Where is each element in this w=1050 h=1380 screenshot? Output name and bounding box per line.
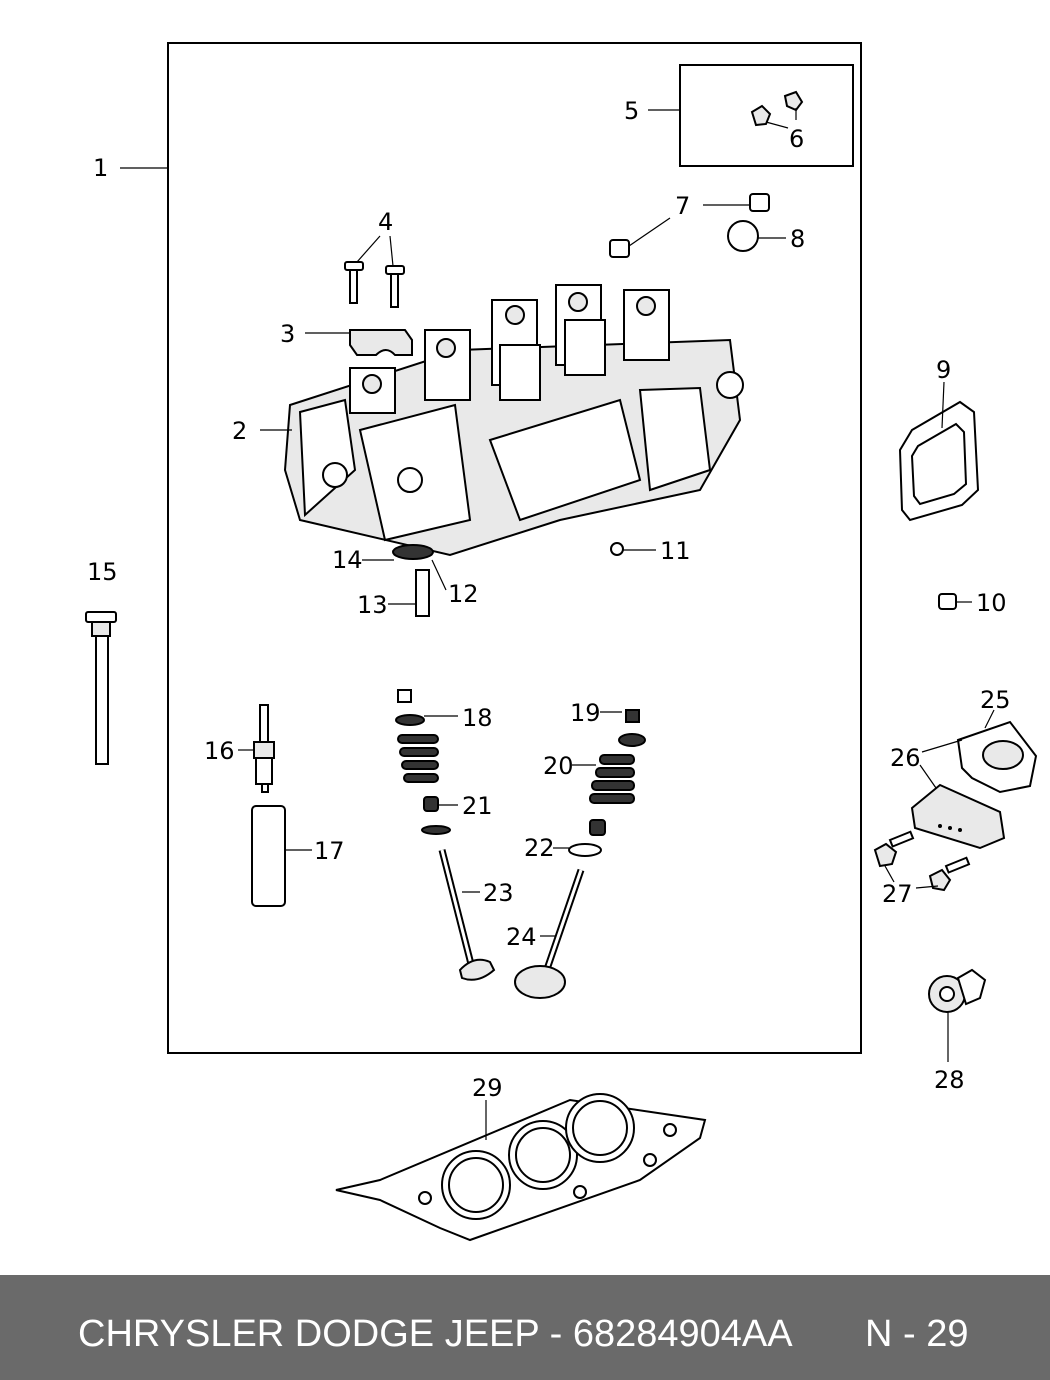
parts-diagram: 1 5 6 7 8 4 3 bbox=[85, 42, 1038, 1242]
drain-plug-part bbox=[928, 968, 987, 1013]
spring-seat-part bbox=[421, 825, 451, 835]
callout-9: 9 bbox=[936, 356, 951, 384]
callout-4: 4 bbox=[378, 208, 393, 236]
spark-plug-tube-part bbox=[251, 805, 286, 907]
callout-24: 24 bbox=[506, 923, 537, 951]
valve-guide-part bbox=[415, 569, 430, 617]
callout-10: 10 bbox=[976, 589, 1007, 617]
callout-28: 28 bbox=[934, 1066, 965, 1094]
callout-16: 16 bbox=[204, 737, 235, 765]
plug-part bbox=[749, 193, 770, 212]
callout-1: 1 bbox=[93, 154, 108, 182]
spring-retainer-part-2 bbox=[618, 733, 646, 747]
callout-20: 20 bbox=[543, 752, 574, 780]
callout-22: 22 bbox=[524, 834, 555, 862]
callout-7: 7 bbox=[675, 192, 690, 220]
callout-11: 11 bbox=[660, 537, 691, 565]
gasket-part bbox=[898, 400, 980, 522]
footer-bar: CHRYSLER DODGE JEEP - 68284904AA N - 29 bbox=[0, 1275, 1050, 1380]
valve-seal-part-2 bbox=[589, 819, 606, 836]
callout-8: 8 bbox=[790, 225, 805, 253]
housing-part bbox=[910, 783, 1006, 850]
callout-3: 3 bbox=[280, 320, 295, 348]
flange-gasket-part bbox=[956, 720, 1038, 794]
exhaust-valve-part bbox=[514, 868, 585, 999]
page-number: N - 29 bbox=[865, 1313, 969, 1355]
callout-14: 14 bbox=[332, 546, 363, 574]
plug-part-10 bbox=[938, 593, 957, 610]
bolt-part bbox=[344, 261, 405, 308]
valve-spring-part bbox=[397, 734, 439, 783]
plug-part-2 bbox=[609, 239, 630, 258]
callout-17: 17 bbox=[314, 837, 345, 865]
valve-spring-part-2 bbox=[589, 754, 635, 804]
valve-seal-part bbox=[423, 796, 439, 812]
callout-5: 5 bbox=[624, 97, 639, 125]
callout-21: 21 bbox=[462, 792, 493, 820]
callout-13: 13 bbox=[357, 591, 388, 619]
spark-plug-part bbox=[253, 704, 275, 793]
callout-19: 19 bbox=[570, 699, 601, 727]
cap-part bbox=[727, 220, 759, 252]
callout-15: 15 bbox=[87, 558, 118, 586]
callout-12: 12 bbox=[448, 580, 479, 608]
callout-18: 18 bbox=[462, 704, 493, 732]
valve-lock-part bbox=[397, 689, 412, 703]
seal-ring-part bbox=[392, 544, 434, 560]
spring-retainer-part bbox=[395, 714, 425, 726]
bearing-cap-part bbox=[349, 329, 413, 356]
callout-25: 25 bbox=[980, 686, 1011, 714]
part-number-title: CHRYSLER DODGE JEEP - 68284904AA bbox=[78, 1313, 793, 1355]
valve-lock-part-2 bbox=[625, 709, 640, 723]
intake-valve-part bbox=[438, 849, 496, 981]
head-bolt-part bbox=[85, 611, 117, 765]
cylinder-head-part bbox=[283, 284, 744, 557]
callout-6: 6 bbox=[789, 125, 804, 153]
ball-plug-part bbox=[610, 542, 624, 556]
callout-29: 29 bbox=[472, 1074, 503, 1102]
callout-26: 26 bbox=[890, 744, 921, 772]
cylinder-head-assembly-frame bbox=[167, 42, 862, 1054]
head-gasket-part bbox=[335, 1093, 707, 1242]
flange-bolt-part bbox=[873, 830, 971, 892]
spring-seat-part-2 bbox=[568, 843, 602, 857]
kit-box bbox=[679, 64, 854, 167]
callout-2: 2 bbox=[232, 417, 247, 445]
callout-27: 27 bbox=[882, 880, 913, 908]
fitting-part bbox=[750, 90, 804, 129]
callout-23: 23 bbox=[483, 879, 514, 907]
